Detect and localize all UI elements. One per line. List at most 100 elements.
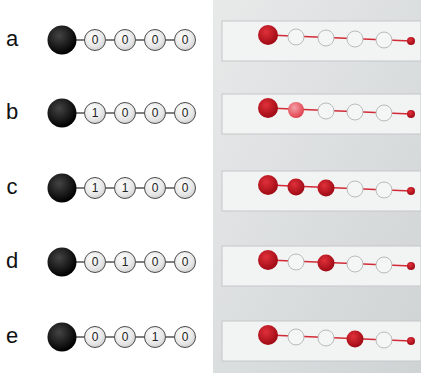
state-digit: 0: [182, 331, 189, 343]
state-digit: 0: [92, 331, 99, 343]
chip-plate: [222, 171, 421, 211]
state-circle: 1: [84, 102, 106, 124]
link-line: [76, 39, 84, 41]
state-circle: 0: [114, 29, 136, 51]
link-line: [136, 187, 144, 189]
state-circle: 1: [84, 177, 106, 199]
state-circle: 0: [144, 251, 166, 273]
row-label: a: [6, 28, 18, 50]
state-circle: 0: [174, 177, 196, 199]
droplet: [407, 110, 415, 118]
link-line: [76, 261, 84, 263]
state-circle: 0: [144, 29, 166, 51]
state-digit: 0: [122, 34, 129, 46]
state-digit: 1: [92, 182, 99, 194]
well: [288, 254, 304, 270]
chip: [222, 246, 421, 286]
droplet: [288, 179, 305, 196]
droplet: [258, 325, 278, 345]
chip: [222, 94, 421, 134]
source-circle: [48, 248, 77, 277]
state-digit: 0: [182, 34, 189, 46]
droplet: [258, 25, 278, 45]
droplet: [258, 175, 278, 195]
chip-plate: [222, 246, 421, 286]
well: [318, 30, 334, 46]
state-circle: 1: [114, 251, 136, 273]
source-circle: [48, 323, 77, 352]
well: [376, 182, 392, 198]
row-label: e: [6, 325, 18, 347]
state-circle: 0: [84, 326, 106, 348]
link-line: [76, 112, 84, 114]
state-circle: 0: [114, 326, 136, 348]
link-line: [166, 39, 174, 41]
state-digit: 0: [152, 182, 159, 194]
link-line: [106, 112, 114, 114]
state-digit: 0: [152, 256, 159, 268]
droplet: [258, 98, 278, 118]
droplet: [347, 331, 364, 348]
link-line: [166, 112, 174, 114]
chip-plate: [222, 94, 421, 134]
well: [318, 103, 334, 119]
source-circle: [48, 99, 77, 128]
link-line: [106, 261, 114, 263]
state-digit: 0: [182, 256, 189, 268]
state-digit: 1: [152, 331, 159, 343]
droplet: [407, 37, 415, 45]
link-line: [166, 336, 174, 338]
well: [347, 256, 363, 272]
chip: [222, 171, 421, 211]
source-circle: [48, 174, 77, 203]
row-label: c: [7, 176, 18, 198]
well: [376, 257, 392, 273]
droplet: [318, 255, 335, 272]
well: [288, 329, 304, 345]
state-digit: 0: [182, 107, 189, 119]
link-line: [136, 39, 144, 41]
state-digit: 0: [92, 256, 99, 268]
well: [288, 29, 304, 45]
well: [376, 32, 392, 48]
state-circle: 1: [144, 326, 166, 348]
well: [318, 330, 334, 346]
row-label: b: [6, 101, 18, 123]
link-line: [136, 336, 144, 338]
state-digit: 1: [122, 182, 129, 194]
well: [376, 332, 392, 348]
link-line: [76, 336, 84, 338]
photo: [213, 0, 421, 373]
well: [347, 104, 363, 120]
state-circle: 0: [174, 102, 196, 124]
droplet: [407, 262, 415, 270]
state-circle: 0: [144, 102, 166, 124]
row-label: d: [6, 250, 18, 272]
state-digit: 0: [122, 331, 129, 343]
state-circle: 0: [174, 251, 196, 273]
chip-plate: [222, 321, 421, 361]
droplet: [288, 102, 304, 118]
well: [347, 181, 363, 197]
source-circle: [48, 26, 77, 55]
droplet: [407, 187, 415, 195]
state-digit: 0: [152, 107, 159, 119]
source-circles: [48, 26, 85, 352]
link-line: [166, 187, 174, 189]
state-circle: 0: [84, 29, 106, 51]
link-line: [106, 39, 114, 41]
state-digit: 1: [122, 256, 129, 268]
state-circle: 0: [114, 102, 136, 124]
link-line: [136, 261, 144, 263]
state-circle: 0: [174, 29, 196, 51]
droplet: [258, 250, 278, 270]
link-line: [166, 261, 174, 263]
chip: [222, 21, 421, 61]
link-line: [106, 336, 114, 338]
photo-ground: [213, 0, 421, 373]
state-digit: 0: [122, 107, 129, 119]
chip-plate: [222, 21, 421, 61]
link-line: [136, 112, 144, 114]
